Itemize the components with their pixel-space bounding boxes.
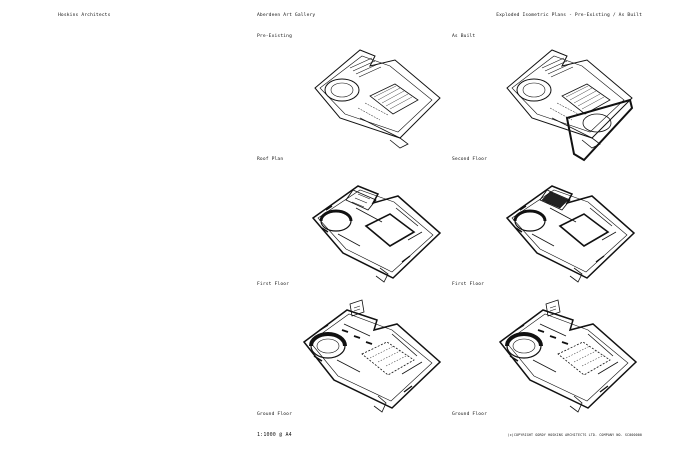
plan-drawing-as-built-second-floor — [506, 49, 642, 163]
scale-note: 1:1000 @ A4 — [257, 432, 292, 438]
plan-drawing-pre-existing-ground-floor — [302, 298, 442, 414]
plan-label-pre-existing-first-floor: First Floor — [257, 282, 290, 287]
copyright-note: (c)COPYRIGHT GORDY HOSKINS ARCHITECTS LT… — [507, 433, 642, 437]
plan-drawing-as-built-ground-floor — [498, 298, 638, 414]
project-name: Aberdeen Art Gallery — [257, 13, 316, 18]
column-heading-as-built: As Built — [452, 34, 476, 39]
plan-drawing-pre-existing-roof — [314, 49, 441, 149]
plan-drawing-as-built-first-floor — [505, 184, 636, 284]
plan-label-as-built-ground-floor: Ground Floor — [452, 412, 487, 417]
sheet-title: Exploded Isometric Plans - Pre-Existing … — [496, 13, 642, 18]
plan-label-pre-existing-roof: Roof Plan — [257, 157, 284, 162]
plan-label-as-built-first-floor: First Floor — [452, 282, 485, 287]
plan-label-as-built-second-floor: Second Floor — [452, 157, 487, 162]
plan-drawing-pre-existing-first-floor — [311, 184, 442, 284]
firm-name: Hoskins Architects — [58, 13, 111, 18]
plan-label-pre-existing-ground-floor: Ground Floor — [257, 412, 292, 417]
column-heading-pre-existing: Pre-Existing — [257, 34, 292, 39]
